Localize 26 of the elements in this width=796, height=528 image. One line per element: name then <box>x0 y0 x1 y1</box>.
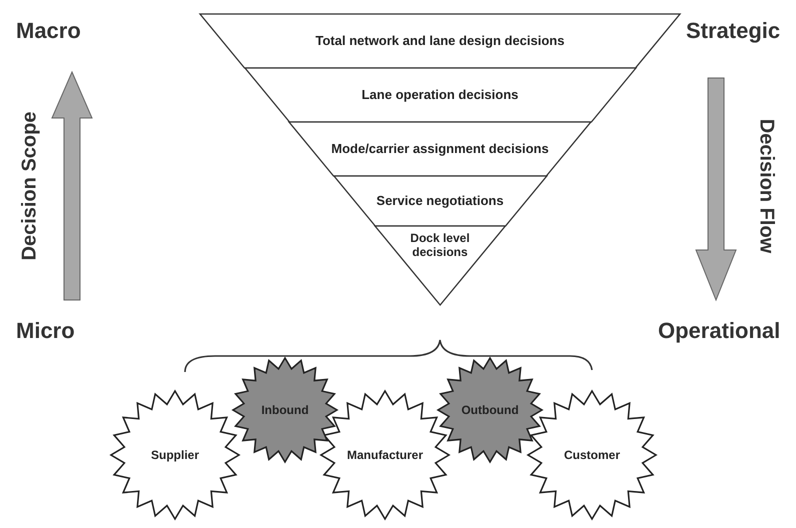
pyramid-band <box>374 226 506 305</box>
scale-label: Strategic <box>686 18 780 44</box>
scale-label: Micro <box>16 318 75 344</box>
band-label: Total network and lane design decisions <box>314 33 566 49</box>
starburst-shape <box>233 358 337 462</box>
starburst-label: Inbound <box>260 402 310 418</box>
scale-label: Operational <box>658 318 780 344</box>
band-label: Mode/carrier assignment decisions <box>330 141 550 157</box>
starburst-shape <box>438 358 542 462</box>
axis-label: Decision Scope <box>18 112 42 260</box>
band-label: Lane operation decisions <box>360 87 520 103</box>
starburst-label: Outbound <box>460 402 520 418</box>
starburst-shape <box>111 391 239 519</box>
axis-label: Decision Flow <box>754 118 778 254</box>
starburst-label: Manufacturer <box>346 447 424 463</box>
band-label: Dock level decisions <box>409 231 471 259</box>
scale-label: Macro <box>16 18 81 44</box>
starburst-label: Supplier <box>150 447 200 463</box>
pyramid-band <box>200 14 680 68</box>
starburst-shape <box>321 391 449 519</box>
pyramid-band <box>334 176 546 226</box>
pyramid-band <box>244 68 636 122</box>
pyramid-band <box>289 122 591 176</box>
band-label: Service negotiations <box>375 193 505 209</box>
starburst-label: Customer <box>562 447 621 463</box>
starburst-shape <box>528 391 656 519</box>
